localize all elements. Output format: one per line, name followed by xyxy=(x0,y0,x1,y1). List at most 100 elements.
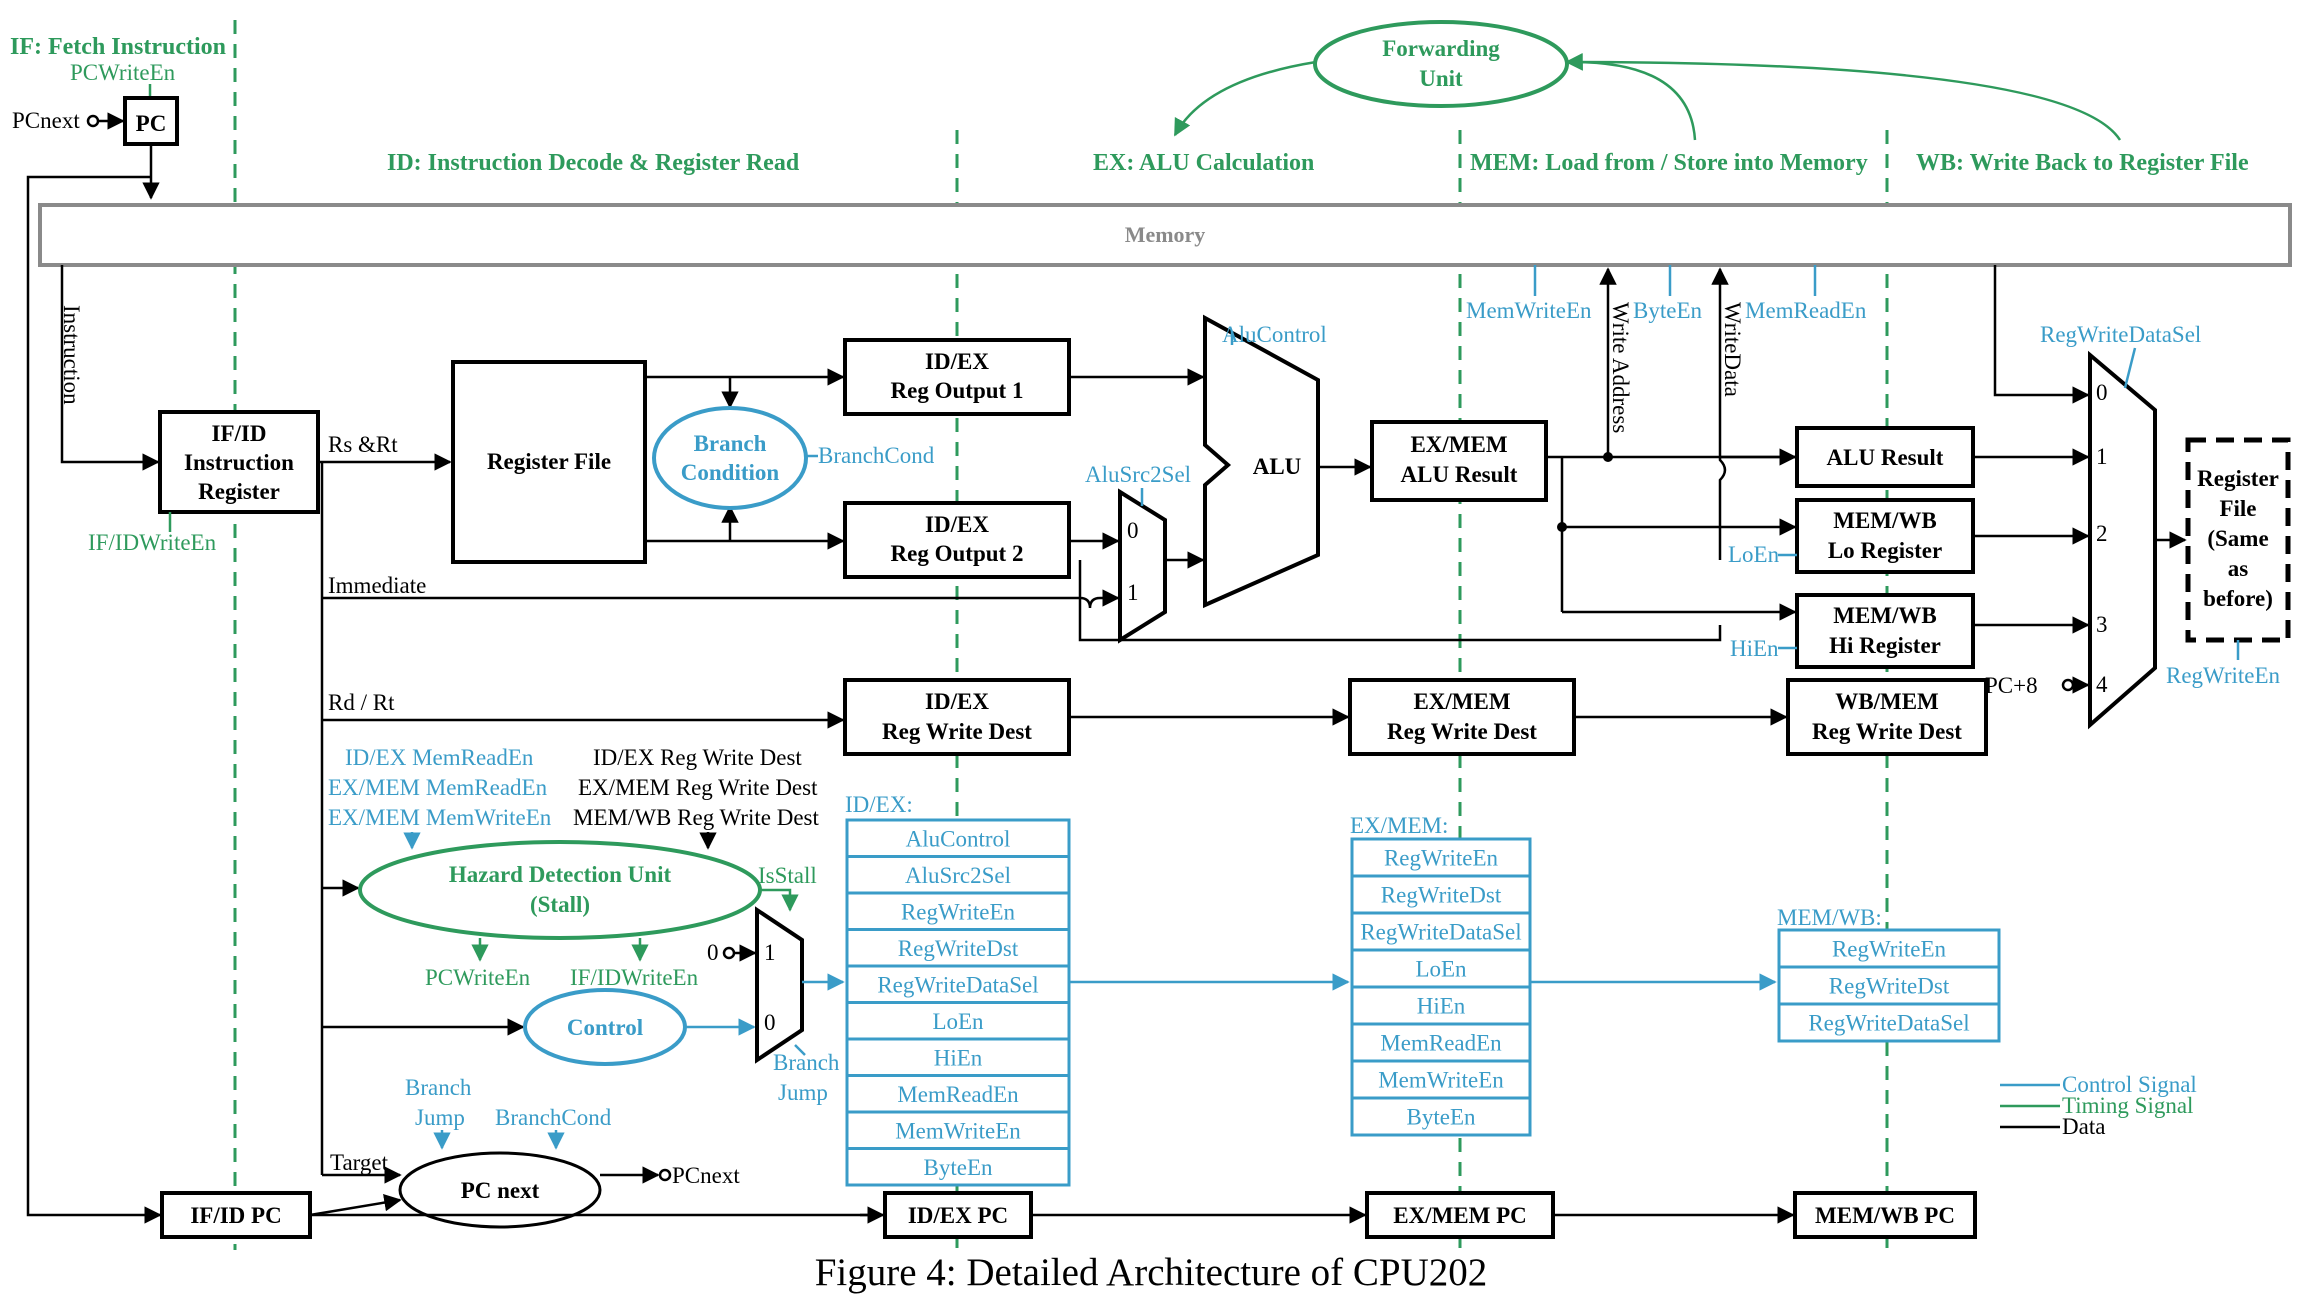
wb-mux-in1: 1 xyxy=(2096,444,2108,469)
legend-timing-label: Timing Signal xyxy=(2062,1093,2193,1118)
wbmem-dest-label-2: Reg Write Dest xyxy=(1812,719,1962,744)
wb-mux-in0: 0 xyxy=(2096,380,2108,405)
alu-mux-in0: 0 xyxy=(1127,518,1139,543)
ctrl-exmem-cell xyxy=(1350,948,1532,989)
pcnext-branchcond-label: BranchCond xyxy=(495,1105,612,1130)
legend-data-label: Data xyxy=(2062,1114,2105,1139)
idex-dest-label-2: Reg Write Dest xyxy=(882,719,1032,744)
rf-wb-label-2: File xyxy=(2219,496,2256,521)
alu-result-label: ALU Result xyxy=(1827,445,1944,470)
pc-to-ifid-pc-wire xyxy=(26,175,162,1224)
ctrl-idex-cell xyxy=(845,1147,1071,1187)
ctrl-memwb-item: RegWriteDataSel xyxy=(1808,1011,1969,1036)
rs-rt-label: Rs &Rt xyxy=(328,432,398,457)
ctrl-memwb-cell xyxy=(1777,965,2001,1006)
ctrl-idex-item: ByteEn xyxy=(924,1155,993,1180)
ctrl-exmem-title: EX/MEM: xyxy=(1350,813,1448,838)
ctrl-idex-item: HiEn xyxy=(934,1045,983,1070)
hi-en-label: HiEn xyxy=(1730,636,1779,661)
wbmem-reg-write-dest xyxy=(1786,678,1988,756)
ctrl-exmem-cell xyxy=(1350,1096,1532,1137)
ctrl-exmem-item: RegWriteDst xyxy=(1381,883,1502,908)
stage-title-mem: MEM: Load from / Store into Memory xyxy=(1470,150,1868,176)
ctrl-idex-cell xyxy=(845,818,1071,858)
idex-reg-output-1 xyxy=(843,338,1071,416)
writeback-mux xyxy=(2088,350,2157,730)
ifid-label-1: IF/ID xyxy=(212,421,267,446)
ctrl-exmem-cell xyxy=(1350,874,1532,915)
control-jump-label: Jump xyxy=(778,1080,828,1105)
hazard-in-exmem-memwriteen: EX/MEM MemWriteEn xyxy=(328,805,552,830)
forwarding-unit: Forwarding Unit xyxy=(1313,20,1569,108)
exmem-reg-write-dest xyxy=(1348,678,1576,756)
exmem-alu-result xyxy=(1370,420,1548,502)
forwarding-label-1: Forwarding xyxy=(1382,36,1500,61)
alu-mux-in1: 1 xyxy=(1127,580,1139,605)
exmem-dest-label-2: Reg Write Dest xyxy=(1387,719,1537,744)
rf-wb-label-1: Register xyxy=(2197,466,2279,491)
hazard-in-idex-memreaden: ID/EX MemReadEn xyxy=(345,745,534,770)
control-mux-zero: 0 xyxy=(707,940,719,965)
ctrl-idex-item: MemReadEn xyxy=(897,1082,1019,1107)
exmem-dest-label-1: EX/MEM xyxy=(1413,689,1510,714)
ctrl-idex-item: RegWriteEn xyxy=(901,899,1016,924)
ctrl-idex-item: LoEn xyxy=(932,1009,984,1034)
hazard-out-pc-write-en: PCWriteEn xyxy=(425,965,531,990)
hazard-out-ifid-write-en: IF/IDWriteEn xyxy=(570,965,699,990)
pcnext-out-label: PCnext xyxy=(672,1163,740,1188)
pc-write-en-label: PCWriteEn xyxy=(70,60,176,85)
lo-register-label-1: MEM/WB xyxy=(1833,508,1937,533)
alu-src2-mux xyxy=(1118,488,1167,644)
ctrl-exmem-item: ByteEn xyxy=(1407,1105,1476,1130)
ctrl-idex-item: RegWriteDataSel xyxy=(877,972,1038,997)
lo-register-label-2: Lo Register xyxy=(1828,538,1942,563)
ifid-pc-register xyxy=(160,1191,312,1239)
hazard-in-exmem-dest: EX/MEM Reg Write Dest xyxy=(578,775,818,800)
idex-reg-output-2 xyxy=(843,501,1071,579)
pc-register xyxy=(123,96,179,146)
ctrl-idex-item: RegWriteDst xyxy=(898,936,1019,961)
pcnext-jump-label: Jump xyxy=(415,1105,465,1130)
control-mux-in1: 1 xyxy=(764,940,776,965)
ctrl-idex-cell xyxy=(845,891,1071,931)
memwb-hi-register xyxy=(1795,593,1975,669)
ctrl-exmem-item: MemWriteEn xyxy=(1378,1068,1504,1093)
rf-wb-label-4: as xyxy=(2228,556,2249,581)
write-address-label: Write Address xyxy=(1608,302,1633,433)
byte-en-label: ByteEn xyxy=(1633,298,1702,323)
ctrl-memwb-cell xyxy=(1777,1002,2001,1043)
ctrl-idex-cell xyxy=(845,1037,1071,1077)
wb-mux-in4: 4 xyxy=(2096,672,2108,697)
ifid-instruction-register xyxy=(158,410,320,514)
ctrl-memwb-title: MEM/WB: xyxy=(1777,905,1882,930)
pc-label: PC xyxy=(136,111,167,136)
register-file xyxy=(451,360,647,564)
exmem-pc-label: EX/MEM PC xyxy=(1393,1203,1527,1228)
hi-register-label-1: MEM/WB xyxy=(1833,603,1937,628)
mem-read-en-label: MemReadEn xyxy=(1745,298,1867,323)
target-label: Target xyxy=(330,1150,389,1175)
alu xyxy=(1203,314,1320,609)
ctrl-idex-cell xyxy=(845,855,1071,895)
ctrl-idex-item: MemWriteEn xyxy=(895,1118,1021,1143)
register-file-label: Register File xyxy=(487,449,611,474)
hazard-label-2: (Stall) xyxy=(530,892,590,917)
rf-wb-label-5: before) xyxy=(2203,586,2273,611)
memwb-lo-register xyxy=(1795,498,1975,574)
control-branch-label: Branch xyxy=(773,1050,840,1075)
rf-wb-write-en-label: RegWriteEn xyxy=(2166,663,2281,688)
mem-write-en-label: MemWriteEn xyxy=(1466,298,1592,323)
control-stall-mux xyxy=(755,906,804,1064)
memory-label: Memory xyxy=(1125,222,1206,247)
hazard-detection-unit xyxy=(358,840,762,940)
hi-register-label-2: Hi Register xyxy=(1829,633,1941,658)
forwarding-to-ex-arrow xyxy=(1173,60,1317,137)
ctrl-exmem-item: RegWriteEn xyxy=(1384,846,1499,871)
exmem-alu-label-2: ALU Result xyxy=(1401,462,1518,487)
wb-mux-in3: 3 xyxy=(2096,612,2108,637)
ctrl-exmem-table: RegWriteEnRegWriteDstRegWriteDataSelLoEn… xyxy=(1350,837,1532,1137)
branch-condition-unit xyxy=(652,406,808,510)
hazard-in-memwb-dest: MEM/WB Reg Write Dest xyxy=(573,805,819,830)
stage-title-id: ID: Instruction Decode & Register Read xyxy=(387,150,800,176)
